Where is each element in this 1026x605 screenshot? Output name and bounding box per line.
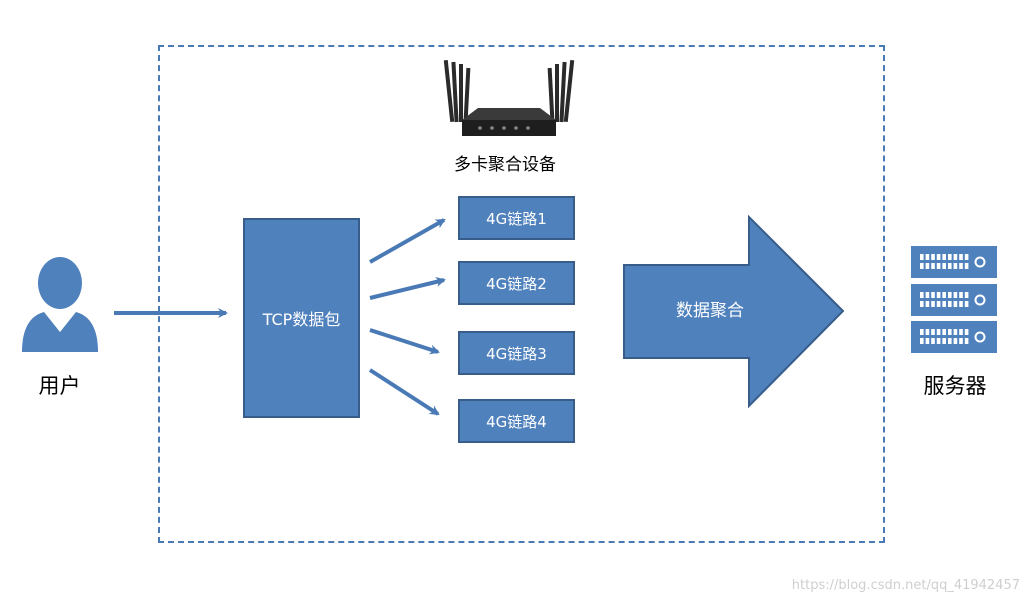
tcp-to-link2-arrow xyxy=(369,277,446,300)
server-unit xyxy=(911,321,997,353)
tcp-to-link1-arrow xyxy=(369,218,446,264)
aggregation-label: 数据聚合 xyxy=(676,301,744,321)
link-label-1: 4G链路1 xyxy=(486,209,547,228)
server-unit xyxy=(911,284,997,316)
server-unit xyxy=(911,246,997,278)
tcp-packet-label: TCP数据包 xyxy=(262,310,341,329)
user-icon xyxy=(22,257,98,352)
router-icon xyxy=(443,59,575,136)
user-label: 用户 xyxy=(38,374,81,398)
link-label-3: 4G链路3 xyxy=(486,344,547,363)
tcp-to-link3-arrow xyxy=(369,328,440,355)
link-label-2: 4G链路2 xyxy=(486,274,547,293)
link-box-4: 4G链路4 xyxy=(458,399,575,443)
server-rack-icon xyxy=(911,246,997,353)
tcp-to-link4-arrow xyxy=(368,368,440,416)
server-label: 服务器 xyxy=(923,374,987,398)
aggregation-arrow xyxy=(623,214,845,409)
link-box-1: 4G链路1 xyxy=(458,196,575,240)
tcp-packet-box: TCP数据包 xyxy=(243,218,360,418)
watermark: https://blog.csdn.net/qq_41942457 xyxy=(791,578,1020,593)
link-box-2: 4G链路2 xyxy=(458,261,575,305)
system-boundary xyxy=(158,45,885,543)
link-box-3: 4G链路3 xyxy=(458,331,575,375)
link-label-4: 4G链路4 xyxy=(486,412,547,431)
device-label: 多卡聚合设备 xyxy=(454,155,556,175)
